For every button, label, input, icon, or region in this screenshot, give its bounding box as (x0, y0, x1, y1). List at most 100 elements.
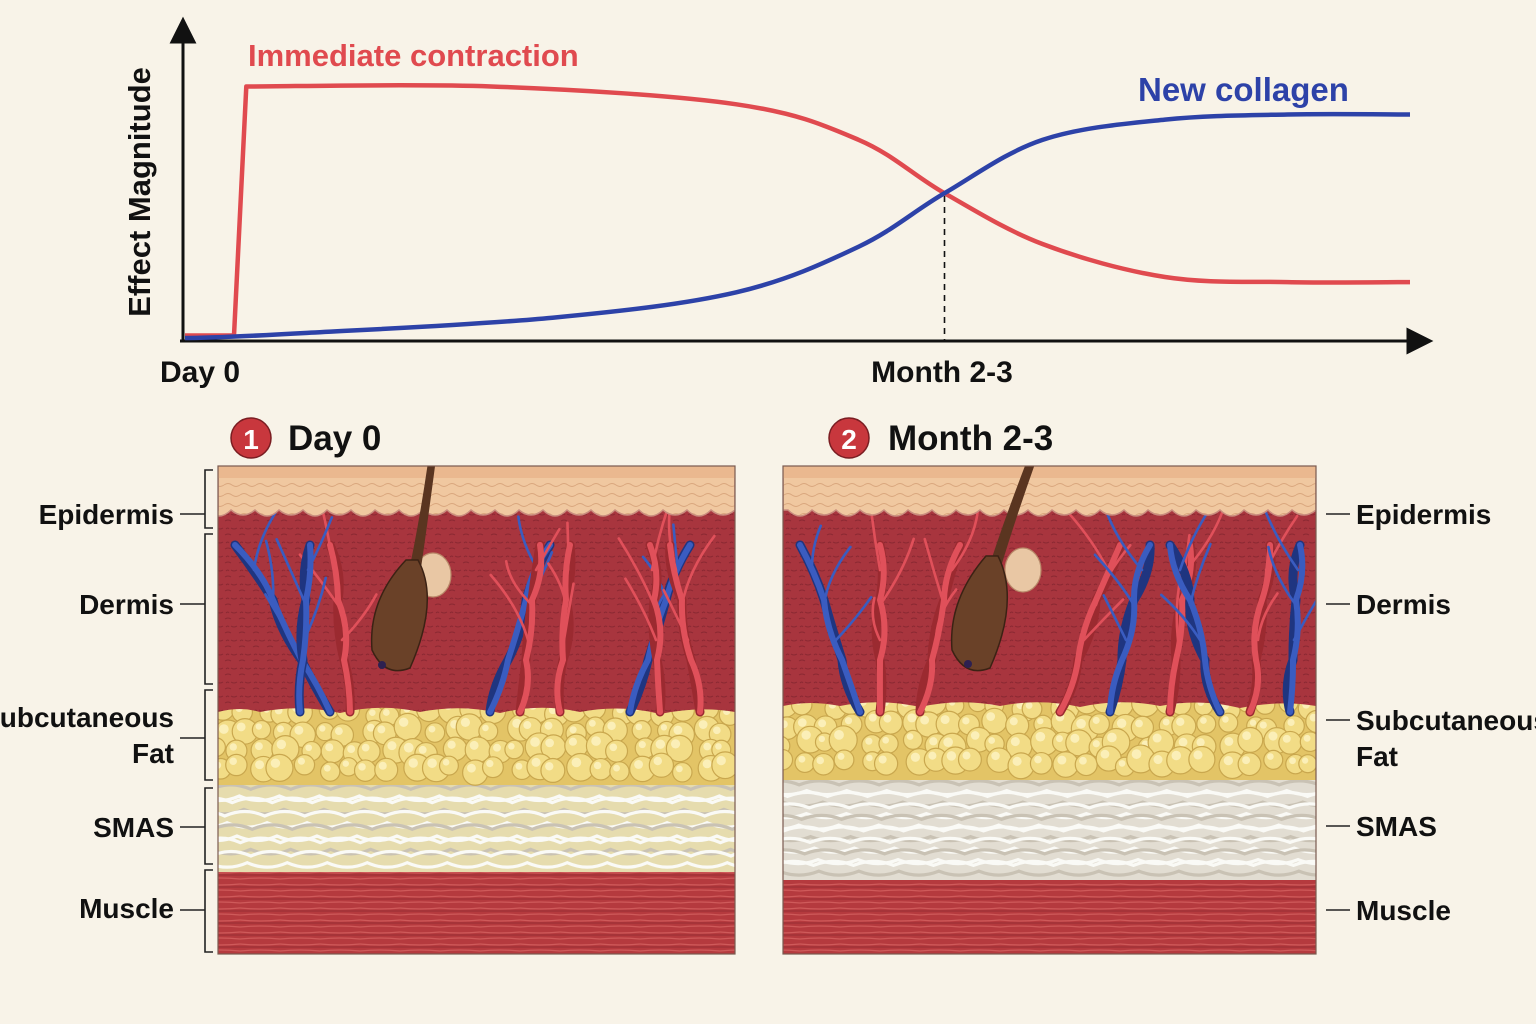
fat-highlight (342, 760, 349, 767)
layer-labels-left (180, 469, 213, 953)
fat-highlight (427, 758, 437, 768)
fat-highlight (398, 717, 409, 727)
fat-highlight (940, 715, 950, 725)
fat-highlight (1107, 732, 1117, 743)
fat-highlight (255, 723, 262, 730)
fat-highlight (1268, 731, 1278, 741)
fat-highlight (1009, 717, 1018, 726)
fat-highlight (428, 725, 436, 733)
fat-highlight (797, 718, 807, 727)
fat-globule (438, 755, 459, 776)
fat-highlight (442, 759, 450, 766)
fat-highlight (883, 714, 892, 723)
fat-globule (251, 719, 272, 740)
vein (797, 542, 863, 715)
fat-highlight (946, 751, 957, 761)
hair-bulb (370, 559, 429, 672)
artery (934, 588, 958, 642)
vein (1267, 545, 1298, 607)
fat-highlight (589, 719, 596, 727)
vein (252, 507, 279, 572)
fat-highlight (545, 762, 554, 771)
fat-globule (1299, 731, 1316, 753)
layer-label-muscle: Muscle (1356, 895, 1451, 926)
fat-highlight (319, 725, 326, 732)
bracket-smas (204, 787, 213, 865)
panel-number-badge (828, 417, 870, 459)
smas-fiber (218, 807, 735, 816)
artery (917, 542, 963, 715)
smas-fiber (218, 796, 735, 805)
artery (1057, 542, 1123, 715)
fat-highlight (906, 733, 914, 740)
vein (275, 538, 308, 607)
fat-globule (1196, 713, 1217, 734)
layer-labels-right (1326, 513, 1350, 911)
fat-highlight (403, 742, 414, 753)
artery (1105, 540, 1155, 717)
fat-highlight (467, 763, 476, 773)
fat-highlight (1079, 756, 1087, 765)
fat-highlight (783, 720, 788, 729)
panel-header-1: 1 Day 0 (230, 417, 381, 459)
fat-globule (393, 712, 422, 741)
fat-highlight (1267, 753, 1274, 760)
fat-highlight (928, 751, 937, 760)
artery (871, 596, 882, 642)
x-tick-label-month-2-3: Month 2-3 (871, 356, 1013, 389)
artery (923, 537, 946, 607)
artery (1256, 592, 1279, 642)
dermis-layer (783, 505, 1316, 708)
panel-title: Day 0 (288, 419, 381, 458)
fat-globule (609, 761, 630, 782)
fat-highlight (418, 745, 427, 754)
fat-highlight (568, 737, 577, 746)
fat-globule (902, 729, 923, 750)
fat-globule (833, 749, 855, 771)
fat-highlight (1070, 733, 1080, 743)
fat-highlight (1012, 756, 1022, 766)
fat-highlight (991, 751, 1000, 761)
artery (667, 512, 678, 572)
fat-globule (319, 761, 341, 782)
artery (327, 542, 353, 715)
smas-fiber (218, 836, 735, 845)
layer-label-smas: SMAS (1356, 811, 1437, 842)
fat-highlight (1035, 731, 1046, 742)
layer-label-dermis: Dermis (79, 589, 174, 620)
fat-highlight (218, 724, 229, 734)
vein (822, 545, 852, 607)
fat-globule (1263, 749, 1284, 770)
fat-highlight (1242, 756, 1251, 765)
fat-highlight (382, 709, 390, 716)
bracket-epidermis (204, 469, 213, 529)
bracket-muscle (204, 869, 213, 953)
smas-fiber (218, 823, 735, 832)
fat-highlight (294, 725, 304, 735)
fat-highlight (943, 737, 953, 748)
bracket-dermis (204, 533, 213, 685)
fat-globule (218, 737, 226, 757)
fat-highlight (270, 758, 281, 768)
fat-highlight (635, 723, 643, 731)
vein (810, 524, 823, 572)
fat-globule (873, 751, 899, 776)
fat-highlight (774, 739, 781, 746)
fat-highlight (1178, 737, 1188, 747)
fat-highlight (591, 736, 601, 746)
fat-highlight (816, 756, 825, 765)
fat-highlight (236, 722, 246, 732)
fat-highlight (515, 762, 523, 770)
panel-title: Month 2-3 (888, 419, 1053, 458)
artery (504, 559, 534, 607)
smas-fiber (783, 869, 1316, 877)
smas-fiber (218, 834, 735, 843)
vein (1102, 594, 1128, 642)
fat-highlight (255, 742, 263, 751)
fat-highlight (986, 712, 996, 721)
fat-highlight (866, 754, 873, 762)
smas-fiber (218, 860, 735, 869)
artery (617, 537, 656, 607)
fat-highlight (571, 757, 582, 768)
